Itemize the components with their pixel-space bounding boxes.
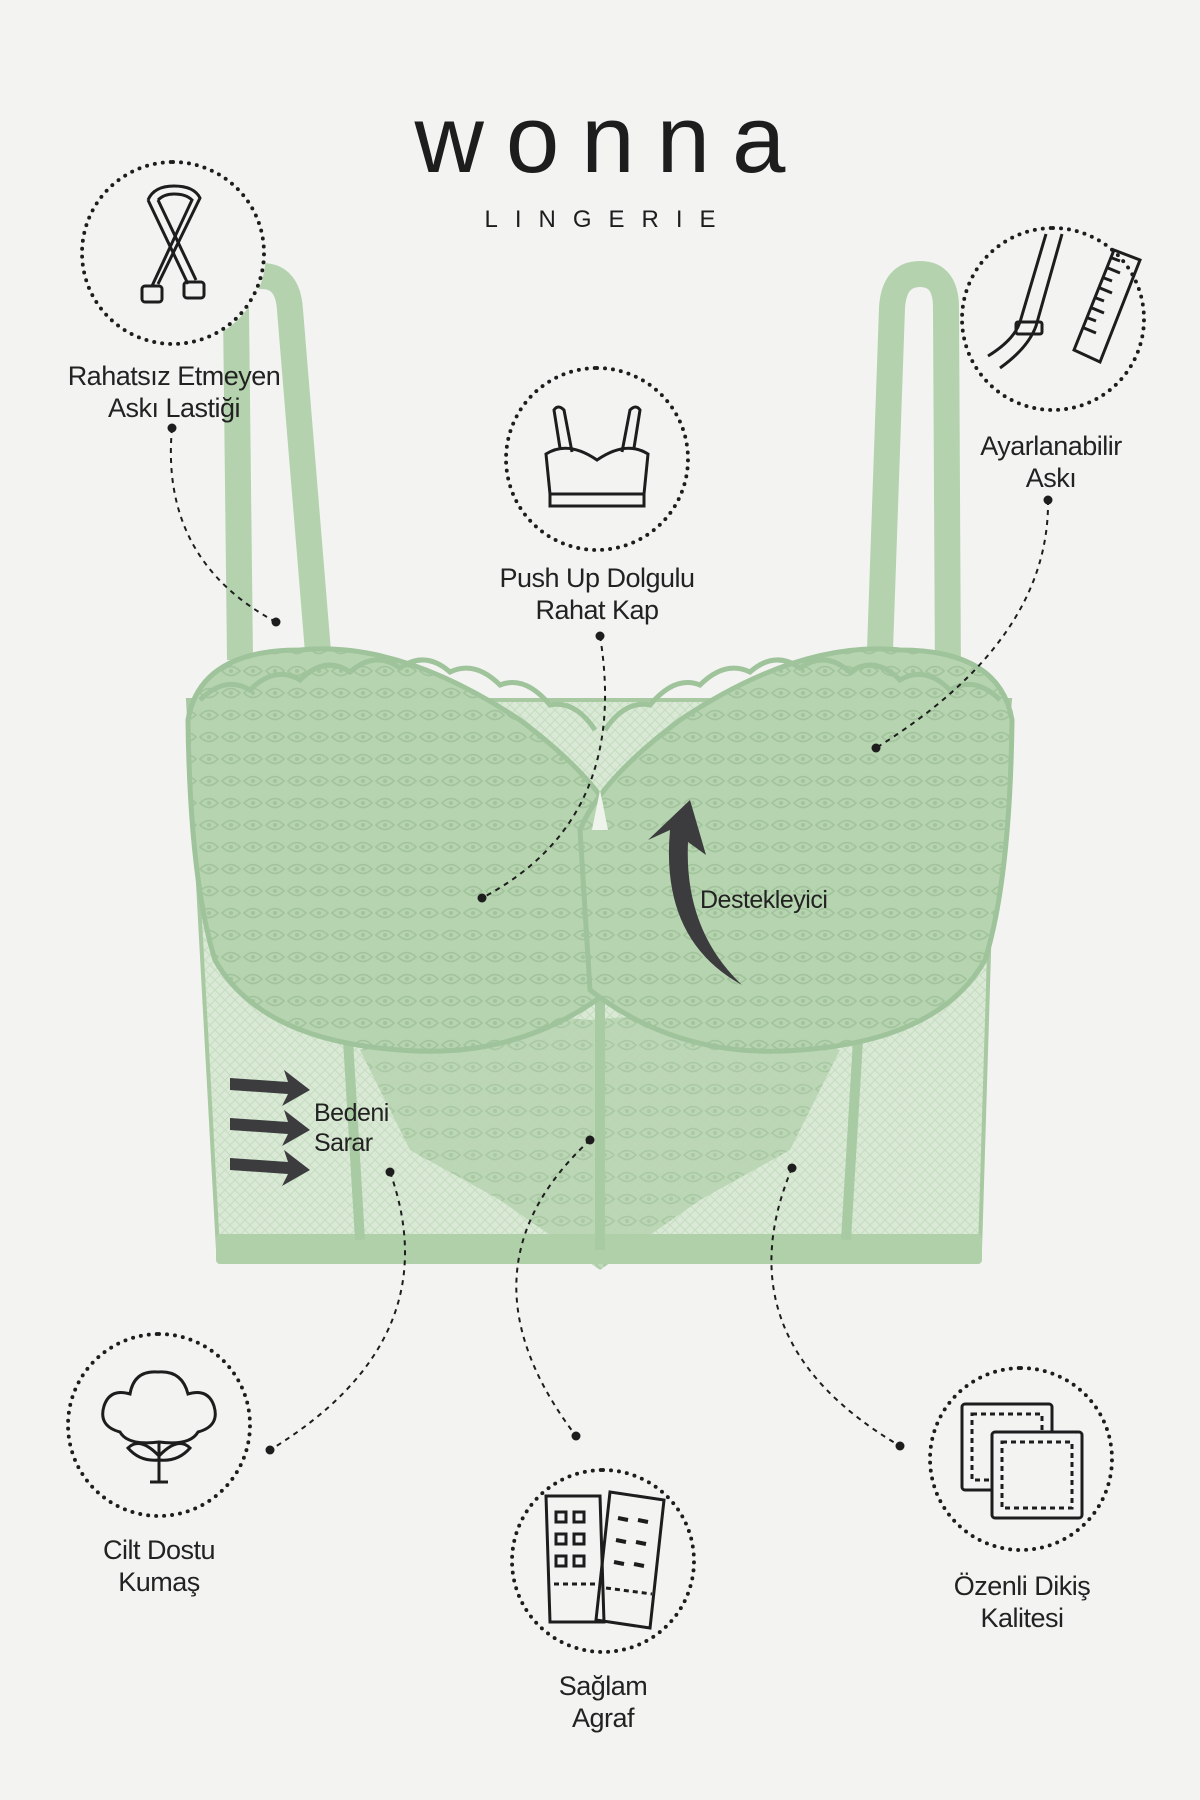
boning-lines bbox=[343, 980, 863, 1250]
label-body-wrap: Bedeni Sarar bbox=[314, 1099, 389, 1157]
right-strap bbox=[867, 261, 961, 681]
label-skin-friendly: Cilt Dostu Kumaş bbox=[102, 1535, 216, 1597]
cotton-flower-icon bbox=[66, 1332, 252, 1518]
label-adjustable-strap: Ayarlanabilir Askı bbox=[980, 431, 1122, 493]
leader-dots bbox=[167, 423, 1053, 1455]
left-scallop-edge bbox=[198, 657, 598, 732]
stitched-fabric-icon bbox=[928, 1366, 1114, 1552]
hook-and-eye-icon bbox=[510, 1468, 696, 1654]
adjustable-strap-ruler-icon bbox=[960, 226, 1146, 412]
brand-logo: wonna LINGERIE bbox=[0, 92, 1200, 234]
brand-name: wonna bbox=[414, 86, 808, 193]
right-scallop-edge bbox=[602, 657, 1002, 732]
body-wrap-arrows bbox=[230, 1070, 310, 1186]
label-strap-elastic: Rahatsız Etmeyen Askı Lastiği bbox=[67, 361, 281, 423]
support-arrow bbox=[648, 800, 742, 985]
label-strong-hook: Sağlam Agraf bbox=[558, 1671, 648, 1733]
right-cup bbox=[577, 646, 1015, 1054]
strap-elastic-icon bbox=[80, 160, 266, 346]
brand-subtitle: LINGERIE bbox=[484, 206, 733, 233]
label-push-up-cup: Push Up Dolgulu Rahat Kap bbox=[499, 563, 695, 625]
label-supportive: Destekleyici bbox=[700, 886, 828, 914]
bra-cup-icon bbox=[504, 366, 690, 552]
leader-lines bbox=[170, 427, 1050, 1451]
label-stitch-quality: Özenli Dikiş Kalitesi bbox=[953, 1571, 1091, 1633]
